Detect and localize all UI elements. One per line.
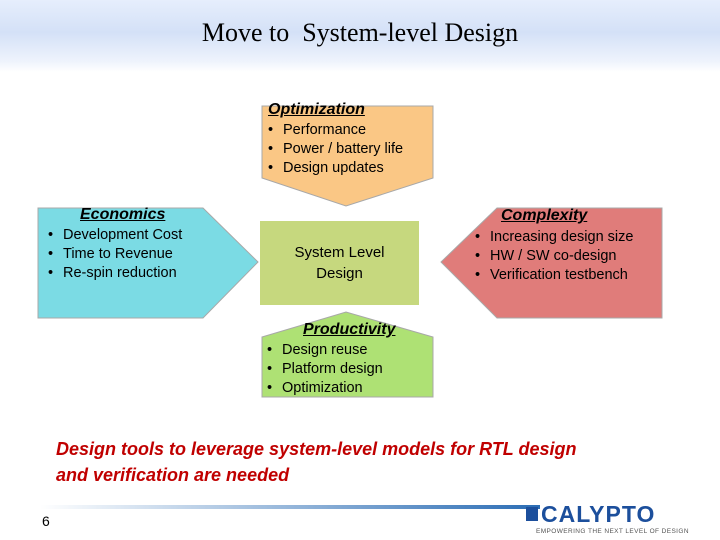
economics-label: Economics	[80, 206, 166, 223]
conclusion-line-2: and verification are needed	[56, 465, 290, 485]
list-item: HW / SW co-design	[475, 247, 633, 266]
logo-mark-icon	[526, 507, 538, 521]
list-item: Optimization	[267, 379, 383, 398]
productivity-label: Productivity	[303, 321, 396, 338]
list-item: Performance	[268, 121, 403, 140]
list-item: Verification testbench	[475, 266, 633, 285]
list-item: Design updates	[268, 159, 403, 178]
conclusion-line-1: Design tools to leverage system-level mo…	[56, 439, 577, 459]
optimization-list: Performance Power / battery life Design …	[268, 121, 403, 178]
list-item: Time to Revenue	[48, 245, 182, 264]
list-item: Re-spin reduction	[48, 264, 182, 283]
list-item: Design reuse	[267, 341, 383, 360]
list-item: Increasing design size	[475, 228, 633, 247]
center-line-1: System Level	[294, 244, 385, 261]
calypto-logo: CALYPTO	[541, 501, 656, 527]
logo-tagline: EMPOWERING THE NEXT LEVEL OF DESIGN	[536, 528, 689, 535]
complexity-label: Complexity	[501, 207, 588, 224]
list-item: Platform design	[267, 360, 383, 379]
complexity-list: Increasing design size HW / SW co-design…	[475, 228, 633, 285]
list-item: Power / battery life	[268, 140, 403, 159]
page-number: 6	[42, 513, 50, 529]
footer-divider	[40, 505, 540, 509]
conclusion-text: Design tools to leverage system-level mo…	[56, 436, 676, 488]
optimization-label: Optimization	[268, 101, 365, 118]
slide-title: Move to System-level Design	[201, 18, 519, 47]
list-item: Development Cost	[48, 226, 182, 245]
system-level-design-box: System Level Design	[260, 221, 419, 305]
economics-list: Development Cost Time to Revenue Re-spin…	[48, 226, 182, 283]
header-band	[0, 0, 720, 72]
center-line-2: Design	[316, 265, 363, 282]
productivity-list: Design reuse Platform design Optimizatio…	[267, 341, 383, 398]
